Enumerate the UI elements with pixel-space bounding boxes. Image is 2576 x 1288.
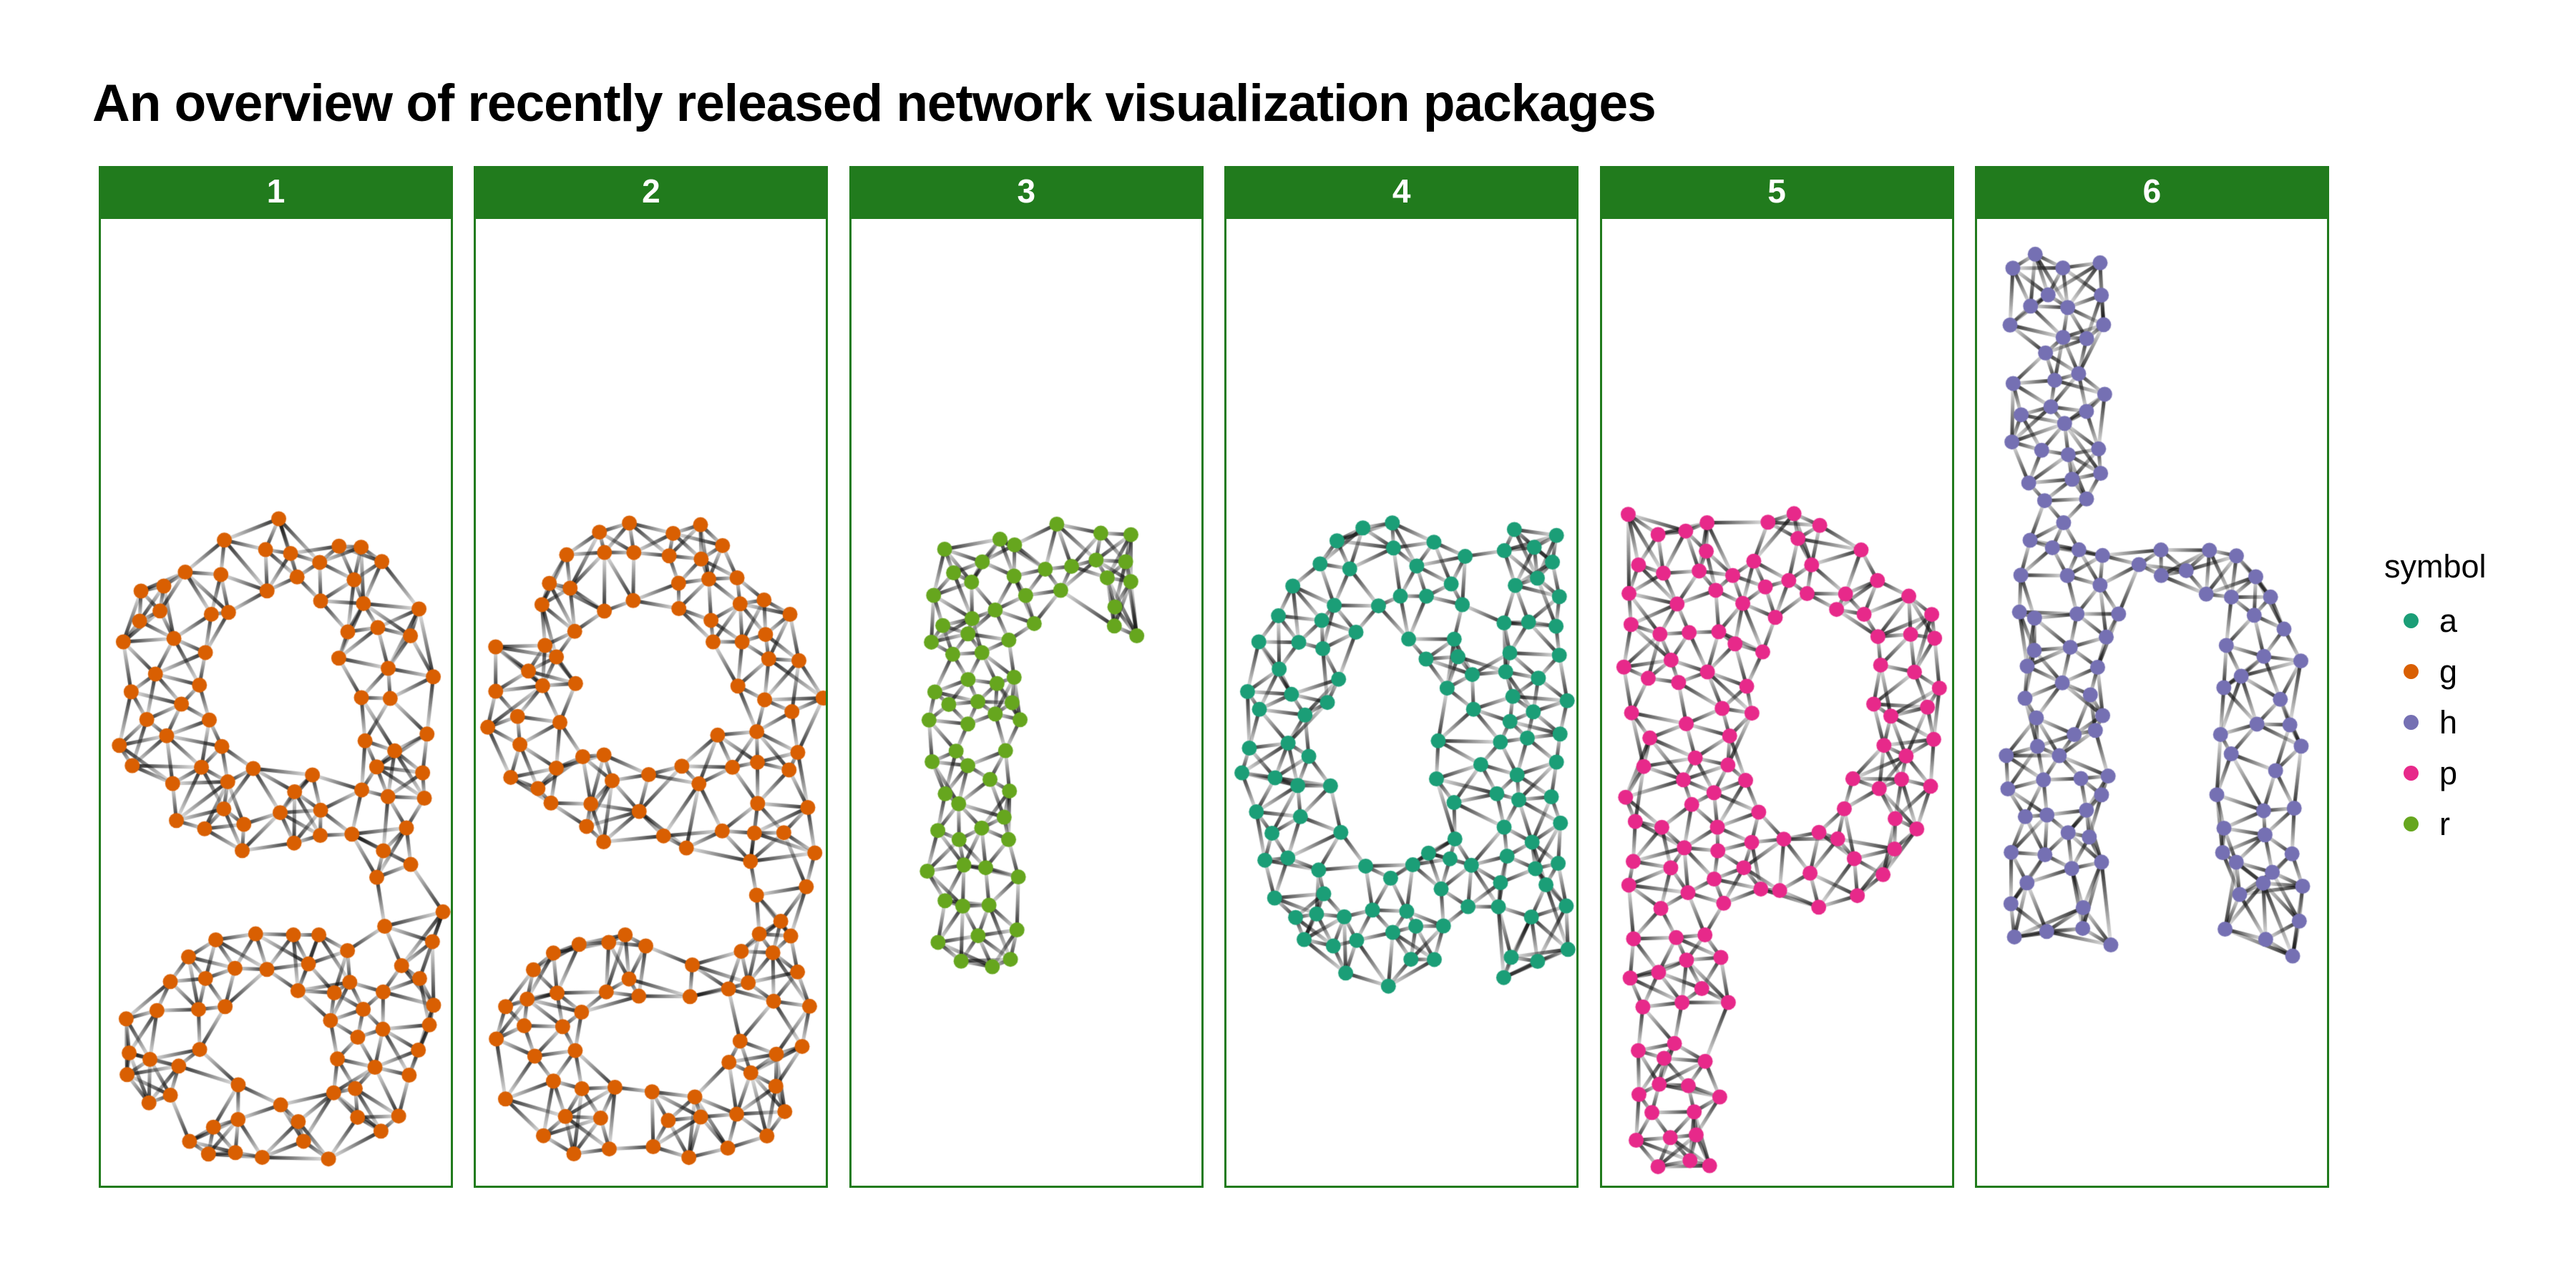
legend-label-g: g bbox=[2439, 653, 2458, 690]
legend-dot-p bbox=[2404, 766, 2419, 781]
network-canvas-4 bbox=[1226, 219, 1577, 1186]
legend-row-p: p bbox=[2384, 748, 2487, 799]
facet-strip-label-1: 1 bbox=[266, 172, 286, 210]
facet-strip-2: 2 bbox=[474, 166, 829, 217]
facet-strip-label-3: 3 bbox=[1017, 172, 1036, 210]
panel-body-1 bbox=[99, 217, 453, 1188]
facet-panels: 1 2 3 4 5 bbox=[99, 166, 2329, 1188]
facet-panel-1: 1 bbox=[99, 166, 453, 1188]
facet-strip-3: 3 bbox=[849, 166, 1204, 217]
legend-row-r: r bbox=[2384, 799, 2487, 849]
facet-strip-6: 6 bbox=[1974, 166, 2329, 217]
panel-body-6 bbox=[1974, 217, 2329, 1188]
facet-strip-label-5: 5 bbox=[1767, 172, 1786, 210]
legend-dot-g bbox=[2404, 664, 2419, 679]
panel-body-2 bbox=[474, 217, 829, 1188]
facet-panel-2: 2 bbox=[474, 166, 829, 1188]
plot-title: An overview of recently released network… bbox=[92, 74, 1657, 132]
facet-strip-label-4: 4 bbox=[1392, 172, 1411, 210]
legend-title: symbol bbox=[2384, 548, 2487, 585]
facet-panel-6: 6 bbox=[1974, 166, 2329, 1188]
facet-panel-3: 3 bbox=[849, 166, 1204, 1188]
facet-strip-4: 4 bbox=[1224, 166, 1579, 217]
legend-label-h: h bbox=[2439, 703, 2458, 741]
network-canvas-1 bbox=[101, 219, 451, 1186]
legend-label-a: a bbox=[2439, 602, 2458, 639]
legend-row-h: h bbox=[2384, 697, 2487, 748]
legend-row-a: a bbox=[2384, 595, 2487, 646]
panel-body-5 bbox=[1599, 217, 1954, 1188]
network-canvas-5 bbox=[1601, 219, 1952, 1186]
legend-dot-a bbox=[2404, 613, 2419, 628]
network-canvas-6 bbox=[1976, 219, 2327, 1186]
legend: symbol a g h p r bbox=[2384, 548, 2487, 849]
facet-panel-4: 4 bbox=[1224, 166, 1579, 1188]
network-canvas-3 bbox=[851, 219, 1201, 1186]
facet-strip-label-6: 6 bbox=[2142, 172, 2162, 210]
legend-label-p: p bbox=[2439, 754, 2458, 791]
network-canvas-2 bbox=[476, 219, 826, 1186]
panel-body-4 bbox=[1224, 217, 1579, 1188]
facet-strip-5: 5 bbox=[1599, 166, 1954, 217]
facet-strip-label-2: 2 bbox=[642, 172, 660, 210]
panel-body-3 bbox=[849, 217, 1204, 1188]
legend-dot-h bbox=[2404, 715, 2419, 730]
legend-dot-r bbox=[2404, 816, 2419, 831]
facet-panel-5: 5 bbox=[1599, 166, 1954, 1188]
legend-label-r: r bbox=[2439, 805, 2450, 842]
facet-strip-1: 1 bbox=[99, 166, 453, 217]
legend-row-g: g bbox=[2384, 646, 2487, 697]
